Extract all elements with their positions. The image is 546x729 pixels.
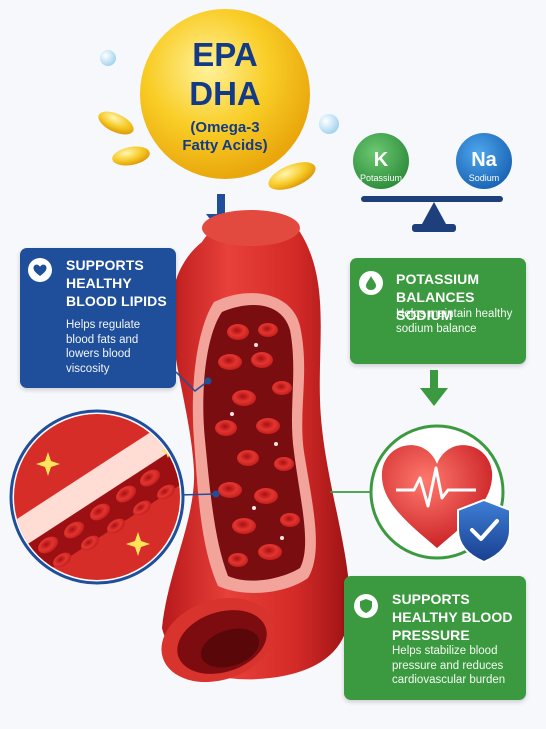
red-blood-cell <box>256 418 280 434</box>
scale-base <box>412 224 456 232</box>
vessel-blood-cells <box>215 323 300 567</box>
blood-vessel <box>161 210 351 683</box>
potassium-circle <box>353 133 409 189</box>
red-blood-cell <box>218 482 242 498</box>
sparkle-icon <box>36 452 60 476</box>
sodium-label: Sodium <box>469 173 500 183</box>
red-blood-cell <box>80 535 100 551</box>
particle <box>252 506 256 510</box>
card-body: Helps regulate blood fats and lowers blo… <box>66 319 141 375</box>
omega-line1: EPA <box>192 36 257 73</box>
checkmark-icon <box>470 519 499 541</box>
heart-icon <box>28 258 52 282</box>
magnified-vessel <box>9 409 185 585</box>
red-blood-cell <box>116 485 136 503</box>
red-blood-cell <box>258 323 278 337</box>
omega-line3: (Omega-3 <box>190 119 259 136</box>
red-blood-cell <box>232 518 256 534</box>
red-blood-cell <box>228 553 248 567</box>
red-blood-cell <box>237 450 259 466</box>
card-title: SUPPORTS HEALTHY BLOOD PRESSURE <box>392 591 513 643</box>
sodium-symbol: Na <box>471 149 497 171</box>
sodium-circle <box>456 133 512 189</box>
vessel-lumen <box>203 305 306 581</box>
red-blood-cell <box>52 552 72 568</box>
connector-lines <box>175 371 372 498</box>
omega-capsule <box>112 146 150 166</box>
shield-icon <box>457 498 511 564</box>
card-title: SUPPORTS HEALTHY BLOOD LIPIDS <box>66 257 167 309</box>
particle <box>230 412 234 416</box>
sparkle-icon <box>126 532 150 556</box>
red-blood-cell <box>38 536 58 554</box>
potassium-sodium-scale: K Potassium Na Sodium <box>353 133 512 232</box>
red-blood-cell <box>64 521 84 539</box>
red-blood-cell <box>218 354 242 370</box>
omega-line2: DHA <box>189 75 261 112</box>
card-potassium-balance: POTASSIUM BALANCES SODIUM Helps maintain… <box>350 258 526 364</box>
bubble <box>319 114 339 134</box>
scale-pivot <box>422 202 446 224</box>
particle <box>274 442 278 446</box>
omega3-sphere <box>140 9 310 179</box>
card-blood-pressure: SUPPORTS HEALTHY BLOOD PRESSURE Helps st… <box>344 576 526 700</box>
scale-beam <box>361 196 503 202</box>
red-blood-cell <box>272 381 292 395</box>
omega-capsule <box>268 162 316 190</box>
red-blood-cell <box>215 420 237 436</box>
vessel-bottom-shadow <box>200 628 260 668</box>
red-blood-cell <box>280 513 300 527</box>
heartbeat-line <box>396 466 476 508</box>
red-blood-cell <box>156 484 176 500</box>
red-blood-cell <box>106 518 126 534</box>
card-blood-lipids: SUPPORTS HEALTHY BLOOD LIPIDS Helps regu… <box>20 248 176 388</box>
red-blood-cell <box>274 457 294 471</box>
omega3-badge: EPA DHA (Omega-3 Fatty Acids) <box>98 9 339 190</box>
particle <box>254 343 258 347</box>
potassium-label: Potassium <box>360 173 402 183</box>
red-blood-cell <box>251 352 273 368</box>
heart-health-graphic <box>369 424 511 564</box>
omega-capsule <box>98 111 134 135</box>
droplet-icon <box>359 271 383 295</box>
particle <box>280 536 284 540</box>
red-blood-cell <box>227 324 249 340</box>
red-blood-cell <box>140 469 160 487</box>
red-blood-cell <box>132 500 152 516</box>
potassium-symbol: K <box>374 149 389 171</box>
omega-line4: Fatty Acids) <box>182 137 267 154</box>
red-blood-cell <box>254 488 278 504</box>
vessel-top-rim <box>202 210 300 246</box>
bubble <box>100 50 116 66</box>
arrow-down-icon <box>420 370 448 406</box>
red-blood-cell <box>232 390 256 406</box>
card-title: POTASSIUM BALANCES SODIUM <box>396 271 480 323</box>
red-blood-cell <box>258 544 282 560</box>
red-blood-cell <box>90 503 110 521</box>
card-body: Helps maintain healthy sodium balance <box>396 308 513 335</box>
shield-icon <box>354 594 378 618</box>
card-body: Helps stabilize blood pressure and reduc… <box>392 645 506 686</box>
